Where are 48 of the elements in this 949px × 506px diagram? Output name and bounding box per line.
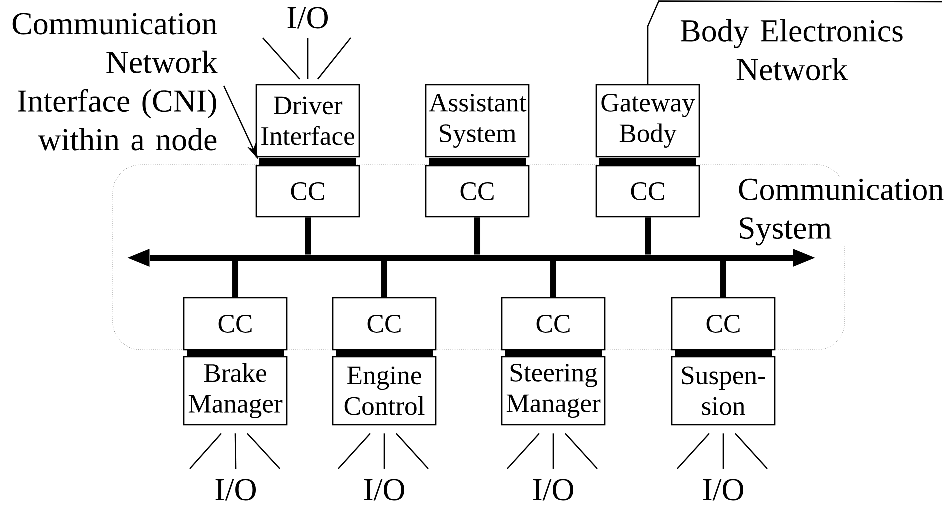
controller-box: CC [501, 297, 606, 351]
io-line [565, 433, 598, 470]
controller-box: CC [425, 165, 530, 218]
io-line [234, 434, 237, 469]
interface-bar [429, 158, 526, 165]
bus-stub [720, 261, 726, 298]
network-label: Body Electronics Network [680, 19, 903, 81]
io-line [384, 434, 386, 469]
io-line [307, 38, 309, 80]
io-line [722, 434, 724, 469]
io-line [318, 38, 352, 80]
node-box: Brake Manager [183, 356, 288, 426]
io-label: I/O [216, 479, 256, 501]
io-line [396, 433, 429, 470]
interface-bar [260, 158, 356, 165]
node-box: Assistant System [425, 84, 530, 158]
io-line [338, 433, 371, 470]
node-box: Suspen- sion [671, 356, 776, 426]
bus-stub [550, 261, 556, 298]
interface-bar [600, 158, 696, 165]
io-label: I/O [364, 479, 405, 501]
io-label: I/O [533, 479, 574, 501]
io-label: I/O [288, 7, 328, 29]
controller-box: CC [596, 165, 700, 218]
io-line [735, 433, 768, 470]
io-line [677, 433, 710, 470]
io-line [262, 38, 300, 80]
io-line [552, 434, 554, 469]
network-line [647, 0, 942, 84]
node-box: Driver Interface [256, 84, 360, 158]
bus-arrow [128, 249, 816, 267]
bus-stub [645, 218, 651, 255]
controller-box: CC [671, 297, 776, 351]
controller-box: CC [183, 297, 288, 351]
controller-box: CC [256, 165, 360, 218]
io-line [247, 433, 280, 470]
io-label: I/O [703, 479, 744, 501]
io-line [190, 433, 222, 470]
node-box: Steering Manager [501, 356, 606, 426]
annotation-text: Communication Network Interface (CNI) within a node [12, 13, 218, 151]
controller-box: CC [332, 297, 437, 351]
bus-stub [232, 261, 238, 298]
bus-stub [382, 261, 388, 298]
bus-stub [305, 218, 311, 255]
bus-stub [474, 218, 480, 255]
node-box: Gateway Body [596, 84, 700, 158]
io-line [507, 433, 540, 470]
node-box: Engine Control [332, 356, 437, 426]
